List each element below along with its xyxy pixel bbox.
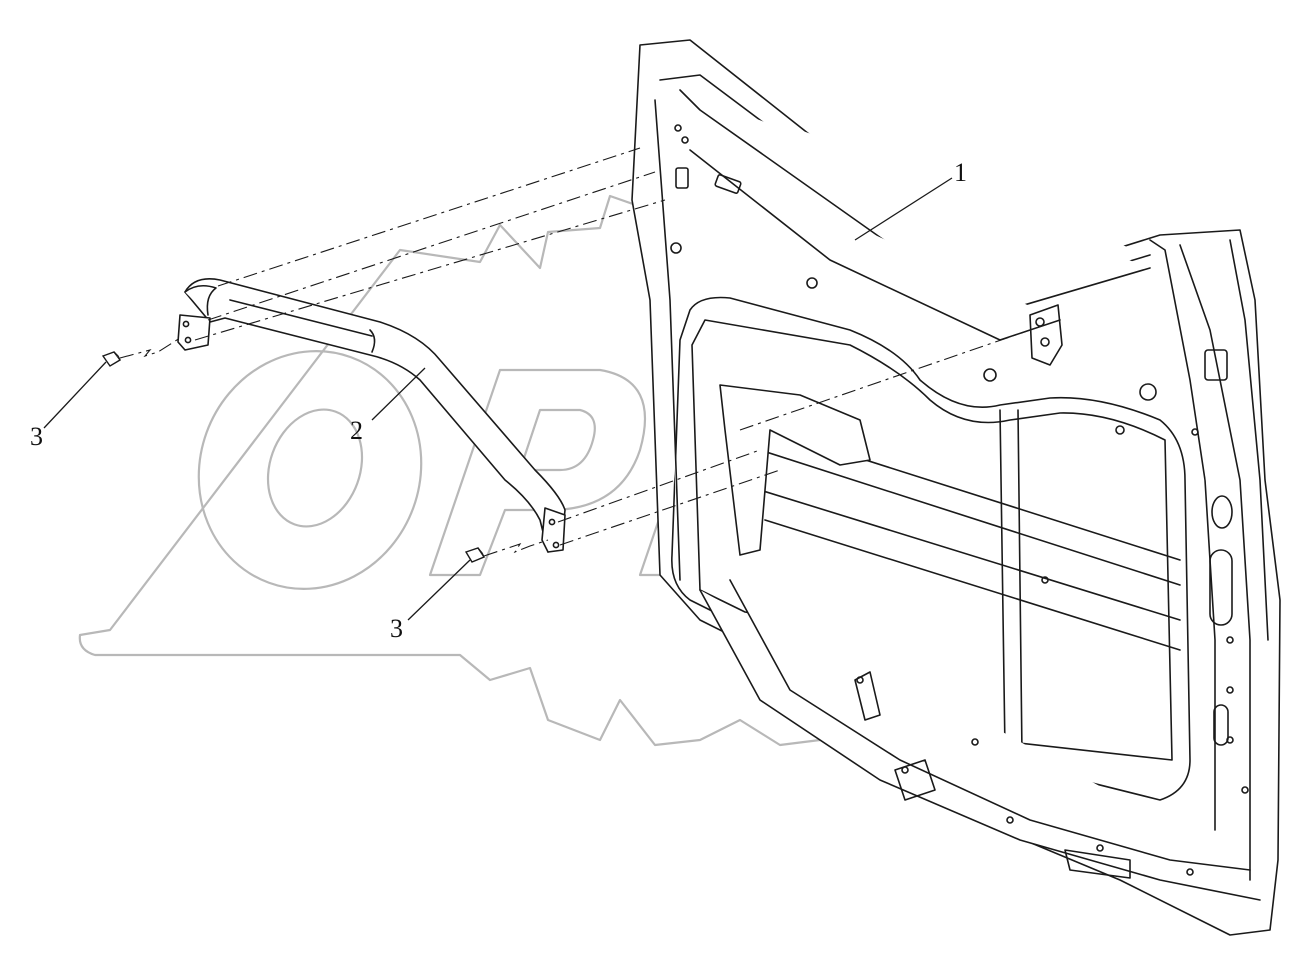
door-inner-bracket <box>719 384 871 556</box>
door-slot-top <box>714 174 742 194</box>
screw-lower <box>464 547 486 563</box>
door-slot-right-2 <box>1213 704 1229 746</box>
grab-handle-body <box>184 278 566 553</box>
assembly-guide-lines <box>119 147 1031 557</box>
grab-handle-ridge <box>229 299 373 337</box>
watermark-letter-o-inner <box>266 408 364 528</box>
screws <box>101 351 486 563</box>
grab-handle-upper-tab-hole-2 <box>184 336 192 344</box>
door-right-pillar-3 <box>1229 239 1269 641</box>
leader-part-3-upper <box>43 361 107 429</box>
guide-line-lower-2 <box>559 469 781 546</box>
door-slot-left <box>675 167 689 189</box>
watermark-letter-o-outer <box>197 350 423 590</box>
grab-handle-lower-tab-hole <box>548 518 556 526</box>
guide-line-screw-upper <box>119 337 181 359</box>
door-lower-left-bracket <box>854 671 881 721</box>
door-bottom-frame-2 <box>729 579 1251 871</box>
door-slot-right <box>1209 549 1233 626</box>
door-beam-upper-2 <box>759 449 1181 586</box>
grab-handle-upper-tab-hole <box>182 320 190 328</box>
door-lower-bracket <box>894 759 936 801</box>
door-beam-vertical-2 <box>1017 409 1023 756</box>
guide-line-mid <box>739 329 1031 431</box>
door-beam-vertical <box>999 409 1006 751</box>
door-right-pillar-2 <box>1179 244 1251 881</box>
callout-part-2: 2 <box>350 416 363 445</box>
door-striker-bracket <box>1029 304 1063 366</box>
door-slot-upper-right <box>1204 349 1228 381</box>
grab-handle <box>177 278 566 553</box>
grab-handle-lower-tab-hole-2 <box>552 541 560 549</box>
door-upper-frame-edge-2 <box>679 89 1151 316</box>
grab-handle-top-cap <box>184 284 217 316</box>
guide-line-upper-2 <box>207 171 656 321</box>
callout-part-3-upper: 3 <box>30 422 43 451</box>
callout-part-1: 1 <box>954 158 967 187</box>
door-slot-oval <box>1211 495 1233 529</box>
guide-line-lower-1 <box>557 449 761 523</box>
guide-line-screw-lower <box>483 539 549 557</box>
callout-leaders <box>43 177 953 621</box>
leader-part-1 <box>854 177 953 241</box>
door-left-frame <box>654 99 681 581</box>
door-lower-bracket-2 <box>1064 849 1131 879</box>
grab-handle-upper-tab <box>177 314 211 351</box>
door-inner-panel <box>631 39 1281 936</box>
guide-line-upper-1 <box>217 147 641 287</box>
screw-upper <box>101 351 122 367</box>
door-beam-lower <box>759 489 1181 621</box>
door-beam-lower-2 <box>764 519 1181 651</box>
leader-part-2 <box>371 367 426 421</box>
leader-part-3-lower <box>407 559 471 621</box>
grab-handle-lower-tab <box>541 507 566 553</box>
guide-line-upper-3 <box>194 199 666 341</box>
callout-part-3-lower: 3 <box>390 614 403 643</box>
